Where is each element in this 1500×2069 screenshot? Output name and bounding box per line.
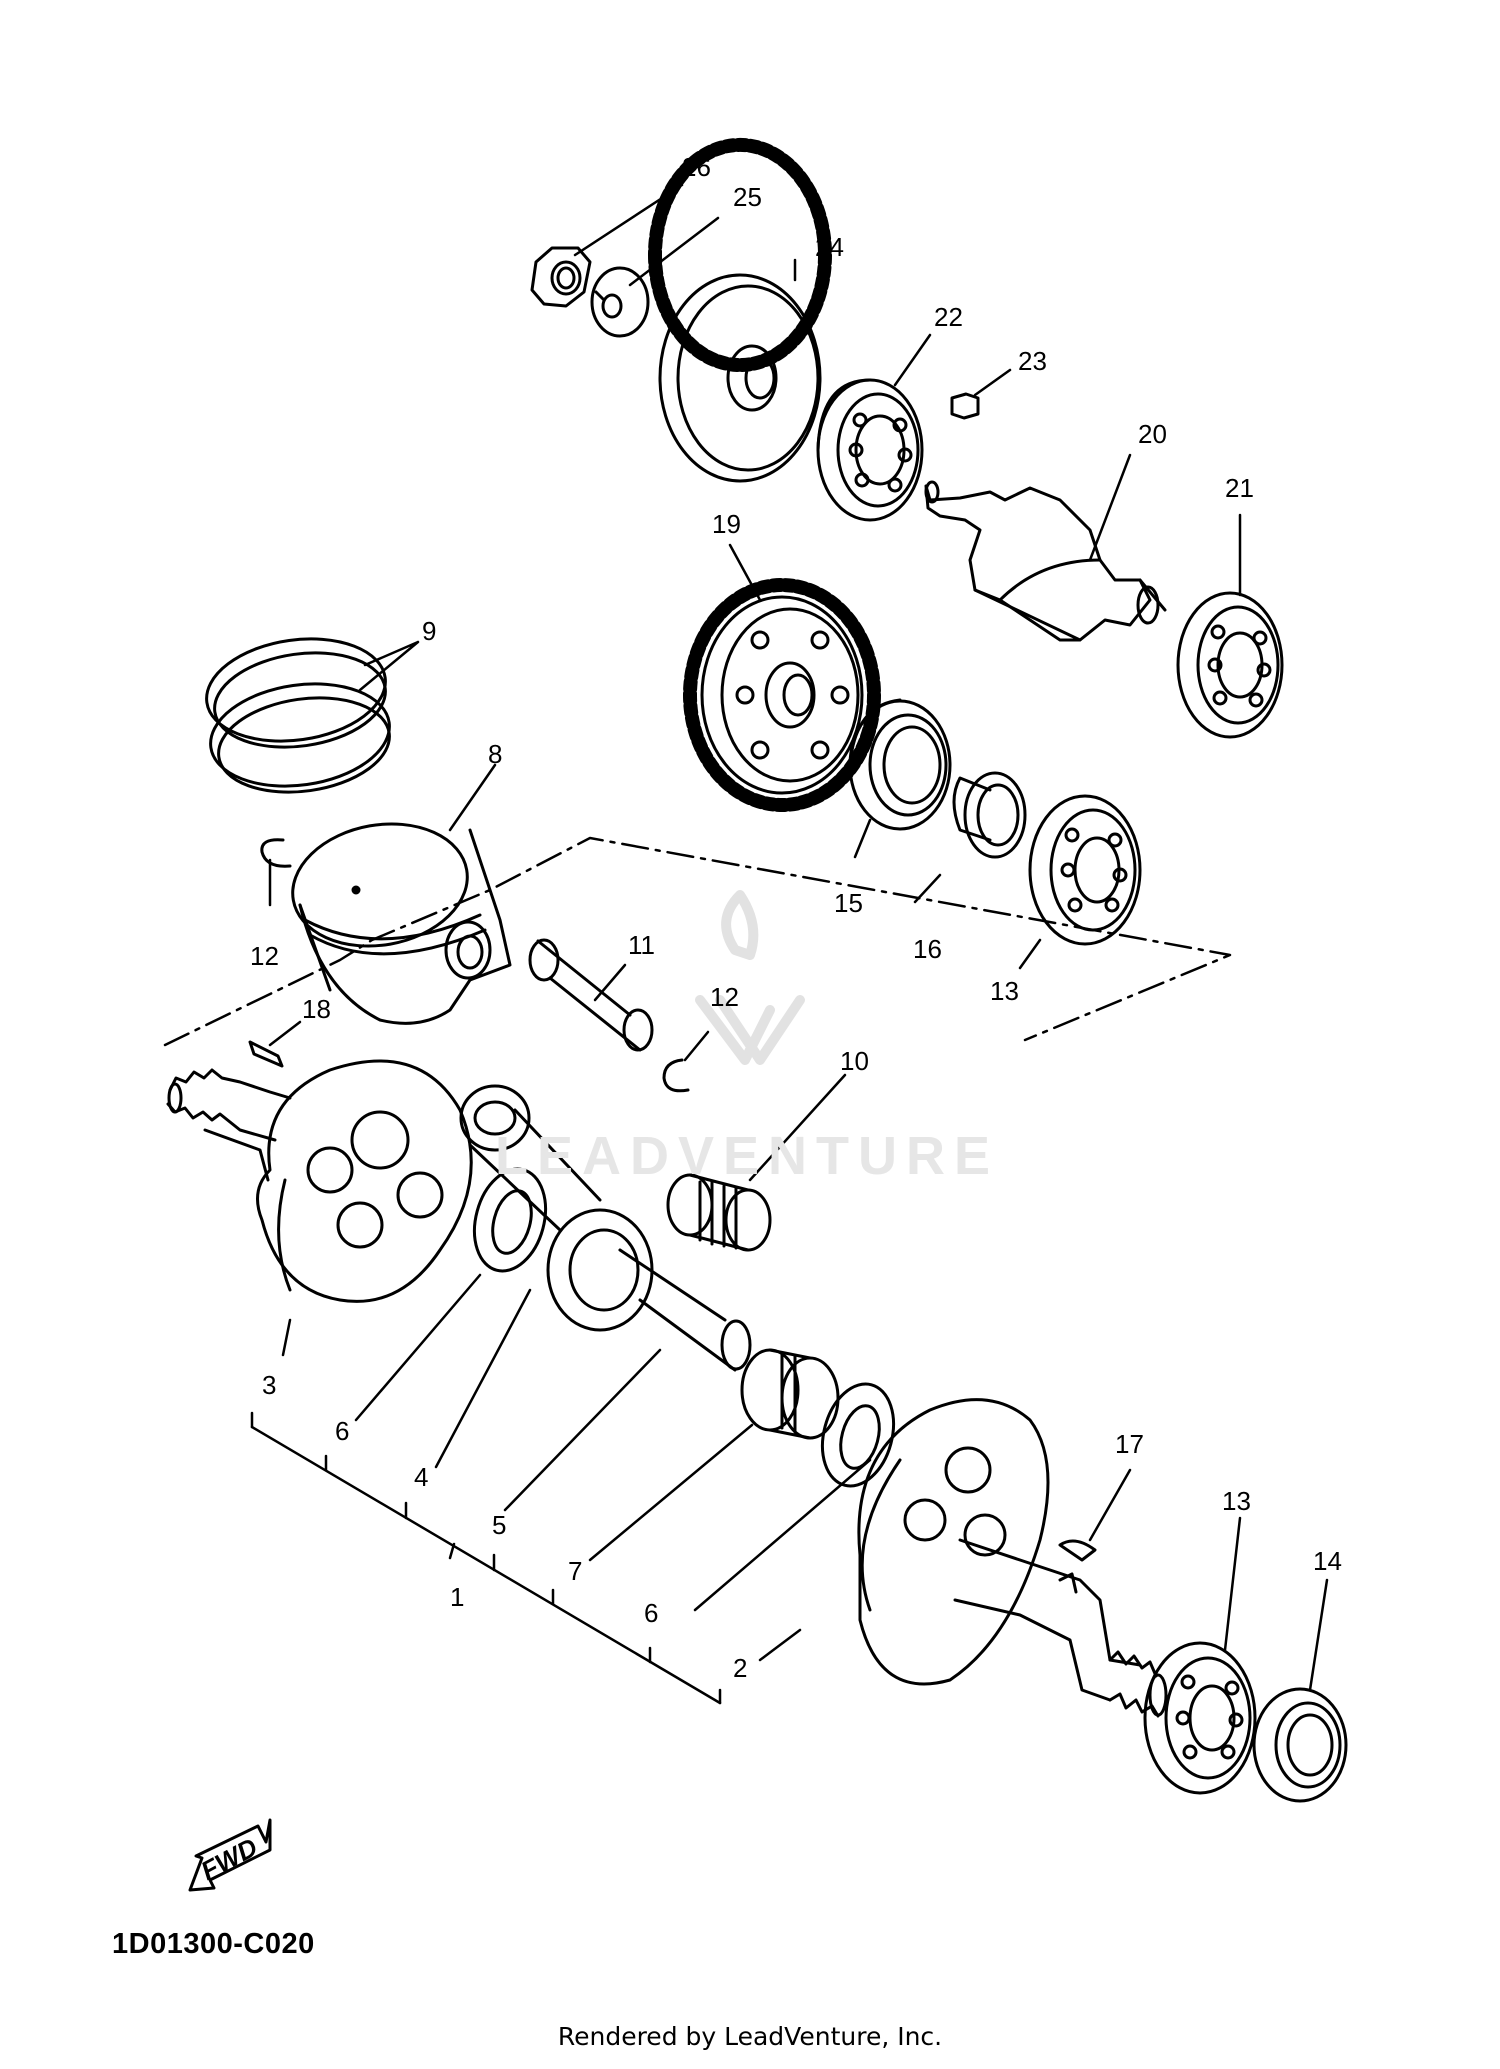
callout-9: 9	[422, 616, 436, 646]
lock-washer-25	[590, 266, 650, 338]
watermark-text: LEADVENTURE	[495, 1126, 1000, 1186]
callout-2: 2	[733, 1653, 747, 1683]
nut-26	[530, 246, 592, 308]
callout-13-upper: 13	[990, 976, 1019, 1006]
callout-26: 26	[682, 152, 711, 182]
callout-19: 19	[712, 509, 741, 539]
callout-1: 1	[450, 1582, 464, 1612]
callout-3: 3	[262, 1370, 276, 1400]
collar-16	[952, 771, 1027, 859]
callout-21: 21	[1225, 473, 1254, 503]
piston-8	[291, 822, 512, 1025]
key-23	[950, 392, 980, 420]
callout-4: 4	[414, 1462, 428, 1492]
bracket-crankshaft-1	[250, 1411, 722, 1705]
callout-23: 23	[1018, 346, 1047, 376]
bearing-13-upper	[1028, 794, 1142, 946]
callout-15: 15	[834, 888, 863, 918]
callout-7: 7	[568, 1556, 582, 1586]
gear-19	[683, 578, 881, 812]
oil-seal-14	[1252, 1687, 1348, 1803]
needle-bearing-10	[666, 1173, 772, 1252]
callout-17: 17	[1115, 1429, 1144, 1459]
callout-14: 14	[1313, 1546, 1342, 1576]
callout-11: 11	[628, 930, 655, 960]
watermark-logo	[695, 890, 805, 1065]
crank-pin-5	[618, 1248, 752, 1372]
callout-10: 10	[840, 1046, 869, 1076]
balancer-shaft-20	[924, 480, 1167, 642]
connecting-rod-4	[459, 1084, 654, 1332]
circlip-12-left	[260, 838, 292, 868]
footer-credit: Rendered by LeadVenture, Inc.	[557, 2022, 943, 2051]
callout-25: 25	[733, 182, 762, 212]
callout-12-right: 12	[710, 982, 739, 1012]
callout-18: 18	[302, 994, 331, 1024]
callout-13-lower: 13	[1222, 1486, 1251, 1516]
leader-lines	[268, 183, 1329, 1692]
callout-8: 8	[488, 739, 502, 769]
callout-16: 16	[913, 934, 942, 964]
bearing-22	[816, 378, 924, 522]
circlip-12-right	[662, 1058, 690, 1093]
needle-bearing-7	[740, 1348, 840, 1440]
callout-5: 5	[492, 1510, 506, 1540]
assembly-outline	[163, 836, 1232, 1047]
crank-half-3	[166, 1059, 473, 1303]
callout-24: 24	[815, 232, 844, 262]
bearing-21	[1176, 591, 1284, 739]
woodruff-key-17	[1058, 1539, 1097, 1562]
crank-half-2	[857, 1398, 1168, 1718]
callout-20: 20	[1138, 419, 1167, 449]
piston-pin-11	[528, 938, 654, 1052]
key-18	[248, 1040, 284, 1068]
oil-seal-15	[848, 698, 952, 831]
callout-6-lower: 6	[644, 1598, 658, 1628]
callout-labels: 26 25 24 22 23 20 21 19 9 8 15 16 13 12 …	[250, 152, 1342, 1683]
bearing-13-lower	[1143, 1641, 1257, 1795]
diagram-code: 1D01300-C020	[112, 1928, 315, 1960]
fwd-arrow-icon	[188, 1818, 272, 1892]
callout-6-upper: 6	[335, 1416, 349, 1446]
callout-12-left: 12	[250, 941, 279, 971]
gear-24	[648, 138, 832, 483]
callout-22: 22	[934, 302, 963, 332]
washer-6-lower	[821, 1382, 895, 1488]
piston-rings-9	[205, 637, 391, 794]
